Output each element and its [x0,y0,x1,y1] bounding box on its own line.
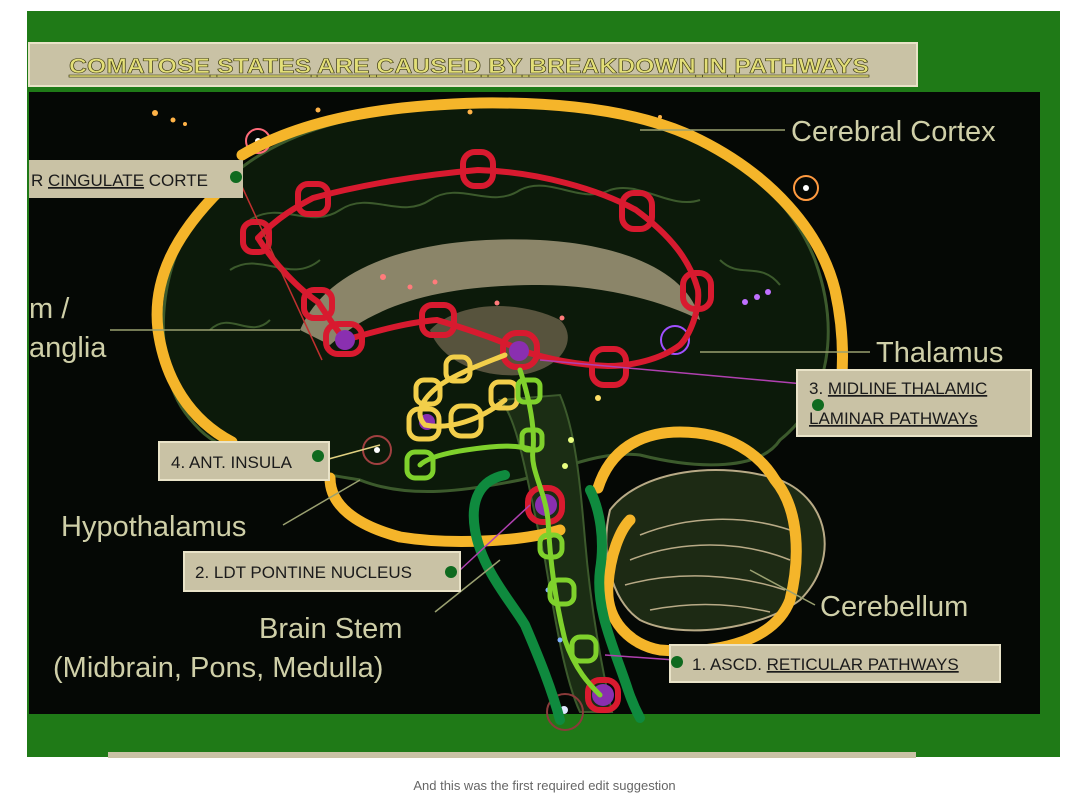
insula-box: 4. ANT. INSULA [158,441,330,481]
cerebellum-shape [605,469,826,632]
ascd-underlined: RETICULAR PATHWAYS [767,655,959,674]
thalamus-label: Thalamus [876,337,1003,369]
green-ascending-pathway [404,367,603,698]
title-banner-text: COMATOSE STATES ARE CAUSED BY BREAKDOWN … [69,55,869,78]
hypothalamus-label: Hypothalamus [61,511,246,543]
red-cingulate-pathway [240,149,714,713]
cingulate-prefix: R [31,171,48,190]
banner-word: BREAKDOWN [529,55,696,78]
thalamic-line2: LAMINAR PATHWAYs [809,409,977,428]
striatum-cut-label: m / [29,293,70,325]
dark-green-brainstem-annotation [468,470,645,725]
bottom-strip [108,752,916,758]
banner-word: ARE [317,55,369,78]
svg-text:3. MIDLINE THALAMIC: 3. MIDLINE THALAMIC [809,379,987,398]
banner-word: PATHWAYS [734,55,869,78]
ldt-text: 2. LDT PONTINE NUCLEUS [195,563,412,582]
glow-dots [152,107,771,714]
cingulate-underlined: CINGULATE [48,171,144,190]
yellow-cerebellum-annotation [592,426,802,657]
cingulate-suffix: CORTE [144,171,208,190]
banner-word: CAUSED [376,55,481,78]
thalamic-box: 3. MIDLINE THALAMIC LAMINAR PATHWAYs [796,369,1032,437]
banner-word: IN [703,55,728,78]
insula-text: 4. ANT. INSULA [171,453,293,472]
image-caption: And this was the first required edit sug… [413,778,676,793]
svg-text:1. ASCD. RETICULAR PATHWAYS: 1. ASCD. RETICULAR PATHWAYS [692,655,959,674]
svg-text:R CINGULATE CORTE: R CINGULATE CORTE [31,171,208,190]
cingulate-box: R CINGULATE CORTE [29,160,243,198]
brain-stem-label: Brain Stem [259,613,402,645]
ascd-prefix: 1. ASCD. [692,655,767,674]
title-banner [28,42,918,87]
ldt-box: 2. LDT PONTINE NUCLEUS [183,551,461,592]
cerebellum-label: Cerebellum [820,591,968,623]
banner-word: COMATOSE [69,55,210,78]
yellow-hypothalamus-annotation [324,472,566,547]
leader-lines [110,129,870,661]
cortex-gyri [209,184,781,331]
brain-stem-sub-label: (Midbrain, Pons, Medulla) [53,652,383,684]
brainstem-shape [497,393,614,713]
thalamic-line1: MIDLINE THALAMIC [828,379,987,398]
thalamic-prefix: 3. [809,379,828,398]
cerebellum-folia [624,518,791,613]
ganglia-cut-label: anglia [29,332,107,364]
cerebral-cortex-label: Cerebral Cortex [791,116,996,148]
ascd-box: 1. ASCD. RETICULAR PATHWAYS [669,644,1001,683]
corpus-callosum [300,239,700,345]
banner-word: BY [488,55,522,78]
banner-word: STATES [217,55,311,78]
